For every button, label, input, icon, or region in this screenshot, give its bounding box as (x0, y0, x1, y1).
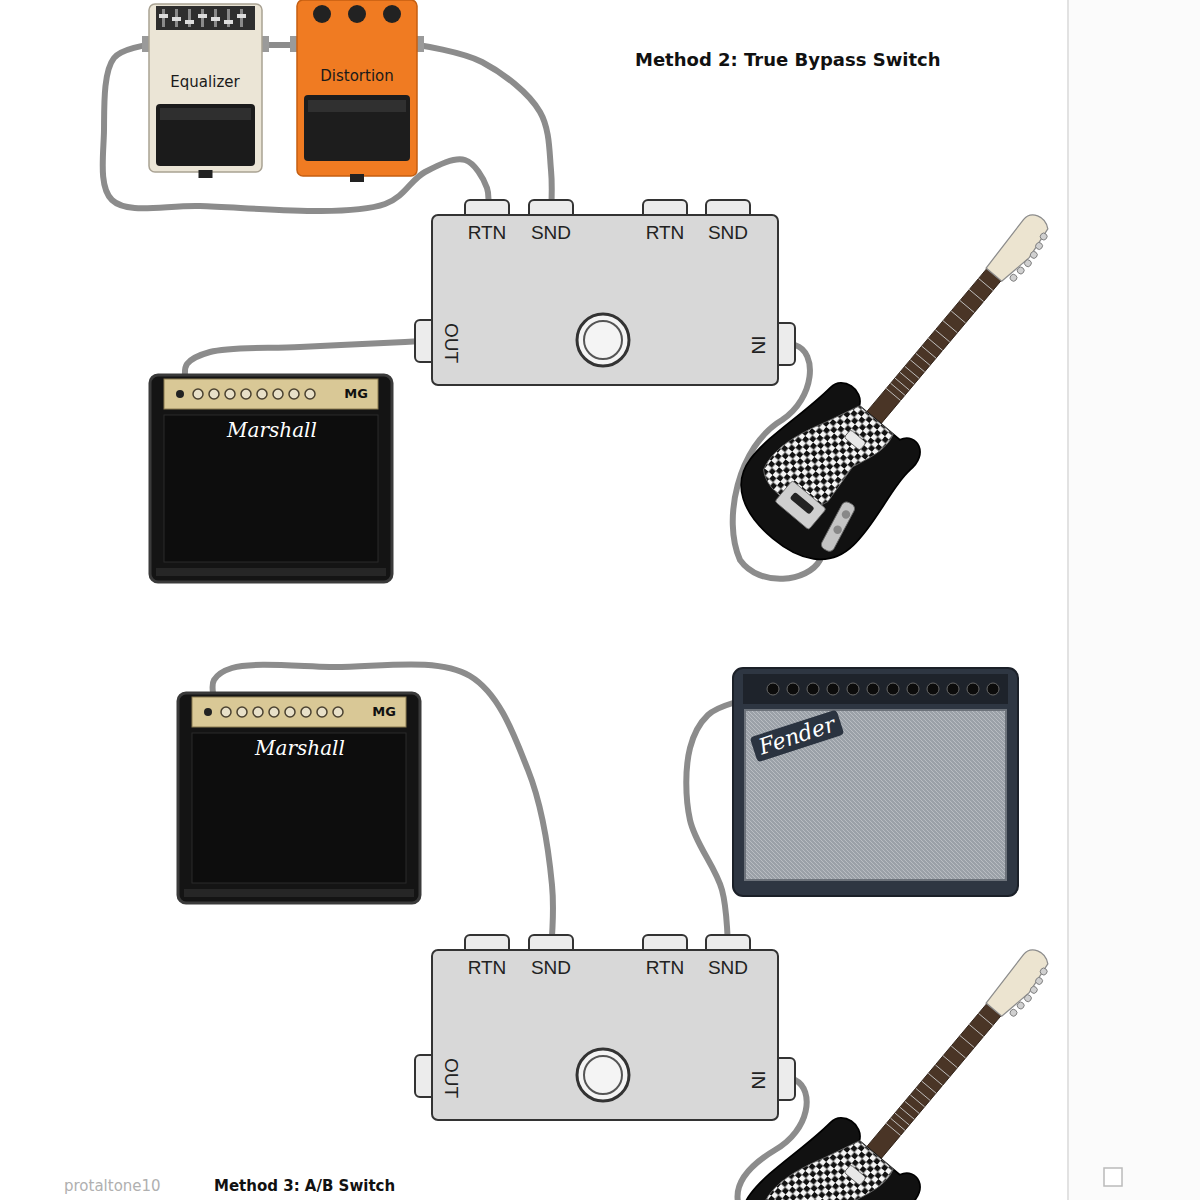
text-anchor: MG (372, 705, 396, 719)
fender-amp-drawing (733, 668, 1018, 896)
port-label: OUT (441, 323, 462, 363)
distortion-pedal: Distortion (296, 0, 418, 182)
page-margin (1069, 0, 1200, 1200)
cable (185, 340, 432, 375)
distortion-pedal-drawing (296, 0, 418, 182)
port-label: RTN (646, 223, 685, 244)
port-label: SND (708, 223, 748, 244)
amp-brand: Marshall (227, 419, 317, 441)
text-anchor: IN (748, 336, 769, 355)
text-anchor: SND (531, 223, 571, 244)
page-border (1067, 0, 1069, 1200)
text-anchor: MG (344, 387, 368, 401)
port-label: IN (748, 336, 769, 355)
title-anchor: Method 2: True Bypass Switch (635, 50, 941, 70)
amp-brand: Marshall (255, 737, 345, 759)
text-anchor: OUT (441, 1058, 462, 1098)
label-anchor: Method 3: A/B Switch (214, 1178, 395, 1195)
port-label: SND (708, 958, 748, 979)
equalizer-pedal: Equalizer (148, 4, 263, 178)
port-label: IN (748, 1071, 769, 1090)
text-anchor: Marshall (227, 419, 317, 441)
text-anchor: RTN (468, 223, 507, 244)
text-anchor: SND (531, 958, 571, 979)
fender-amp: Fender (733, 668, 1018, 896)
port-label: RTN (468, 958, 507, 979)
text-anchor: Marshall (255, 737, 345, 759)
port-label: OUT (441, 1058, 462, 1098)
text-anchor: Equalizer (170, 74, 239, 91)
text-anchor: OUT (441, 323, 462, 363)
text-anchor: Distortion (320, 68, 394, 85)
marshall-amp-drawing (178, 693, 420, 903)
diagram-title: Method 2: True Bypass Switch (635, 50, 941, 70)
port-label: SND (531, 223, 571, 244)
label-anchor: protaltone10 (64, 1178, 161, 1195)
marshall-amp-drawing (150, 375, 392, 582)
corner-icon (1104, 1168, 1122, 1186)
amp-model: MG (372, 705, 396, 719)
text-anchor: RTN (646, 223, 685, 244)
switch-box: RTN SND RTN SND OUT IN (432, 215, 778, 385)
text-anchor: RTN (646, 958, 685, 979)
text-anchor: IN (748, 1071, 769, 1090)
switch-box: RTN SND RTN SND OUT IN (432, 950, 778, 1120)
port-label: RTN (468, 223, 507, 244)
text-anchor: RTN (468, 958, 507, 979)
marshall-amp: MG Marshall (178, 693, 420, 903)
port-label: SND (531, 958, 571, 979)
equalizer-pedal-drawing (148, 4, 263, 178)
watermark: protaltone10 (64, 1178, 161, 1195)
cable (686, 703, 733, 950)
text-anchor: SND (708, 223, 748, 244)
marshall-amp: MG Marshall (150, 375, 392, 582)
text-anchor: SND (708, 958, 748, 979)
port-label: RTN (646, 958, 685, 979)
method-caption: Method 3: A/B Switch (214, 1178, 395, 1195)
pedal-name: Equalizer (170, 74, 239, 91)
pedal-name: Distortion (320, 68, 394, 85)
amp-model: MG (344, 387, 368, 401)
